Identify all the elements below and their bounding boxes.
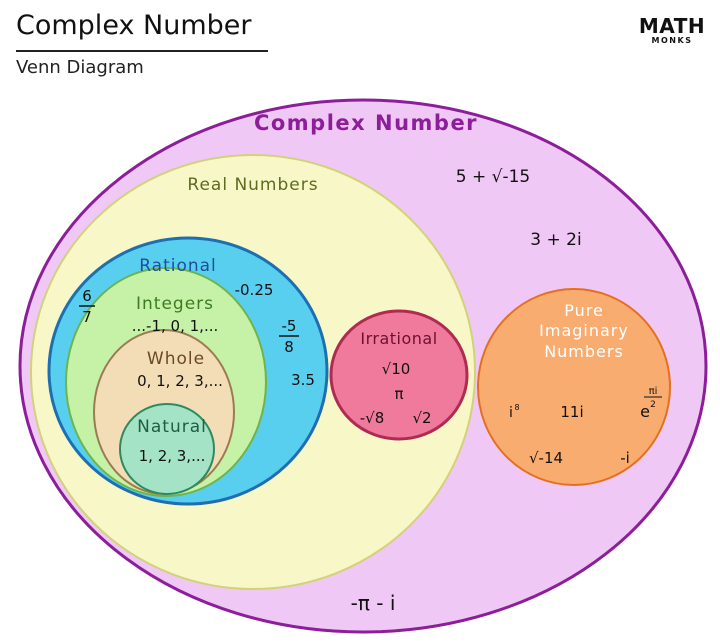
logo-wordmark-top: MATH — [638, 14, 706, 38]
irrational-example-4: √2 — [412, 409, 431, 427]
irrational-example-3: -√8 — [360, 409, 385, 427]
fraction-numerator: 6 — [82, 287, 92, 305]
title-underline — [16, 50, 268, 52]
imaginary-example-exponential: e πi 2 — [640, 386, 662, 421]
power-exponent: 8 — [514, 403, 519, 412]
natural-set-ellipse — [119, 403, 215, 495]
integers-example: ...-1, 0, 1,... — [132, 317, 219, 335]
page-subtitle: Venn Diagram — [16, 57, 144, 78]
complex-example-3: -π - i — [351, 591, 396, 615]
imaginary-example-3: -i — [620, 449, 630, 467]
imaginary-example-i-power: i 8 — [509, 403, 519, 421]
fraction-denominator: 8 — [284, 338, 294, 356]
rational-fraction-2: -5 8 — [279, 317, 299, 356]
irrational-example-2: π — [394, 385, 403, 403]
imaginary-set-label-line-2: Imaginary — [539, 321, 629, 340]
exponent-denominator: 2 — [650, 400, 656, 410]
imaginary-set-label-line-3: Numbers — [544, 342, 624, 361]
exponent-numerator: πi — [649, 386, 658, 397]
rational-example-decimal-1: -0.25 — [235, 281, 274, 299]
complex-example-1: 5 + √-15 — [456, 167, 530, 187]
imaginary-example-2: √-14 — [529, 449, 563, 467]
brand-logo: MATH MONKS — [632, 14, 712, 45]
whole-set-label: Whole — [147, 349, 205, 369]
power-base: i — [509, 405, 513, 421]
rational-set-label: Rational — [139, 256, 217, 276]
logo-wordmark-bottom: MONKS — [651, 36, 693, 45]
whole-example: 0, 1, 2, 3,... — [137, 372, 223, 390]
irrational-set-label: Irrational — [360, 329, 437, 348]
natural-set-label: Natural — [137, 417, 207, 437]
complex-set-label: Complex Number — [254, 111, 478, 135]
rational-fraction-1: 6 7 — [79, 287, 95, 326]
fraction-denominator: 7 — [82, 308, 92, 326]
imaginary-set-ellipse — [477, 288, 671, 486]
fraction-numerator: -5 — [282, 317, 297, 335]
integers-set-label: Integers — [136, 294, 214, 314]
imaginary-example-1: 11i — [560, 403, 583, 421]
complex-example-2: 3 + 2i — [530, 230, 581, 250]
natural-example: 1, 2, 3,... — [139, 447, 206, 465]
rational-example-decimal-2: 3.5 — [291, 371, 315, 389]
power-base: e — [640, 402, 650, 421]
real-set-label: Real Numbers — [187, 175, 318, 195]
irrational-example-1: √10 — [382, 360, 411, 378]
imaginary-set-label-line-1: Pure — [564, 301, 604, 320]
page-title: Complex Number — [16, 10, 252, 41]
irrational-set-ellipse — [329, 309, 469, 441]
